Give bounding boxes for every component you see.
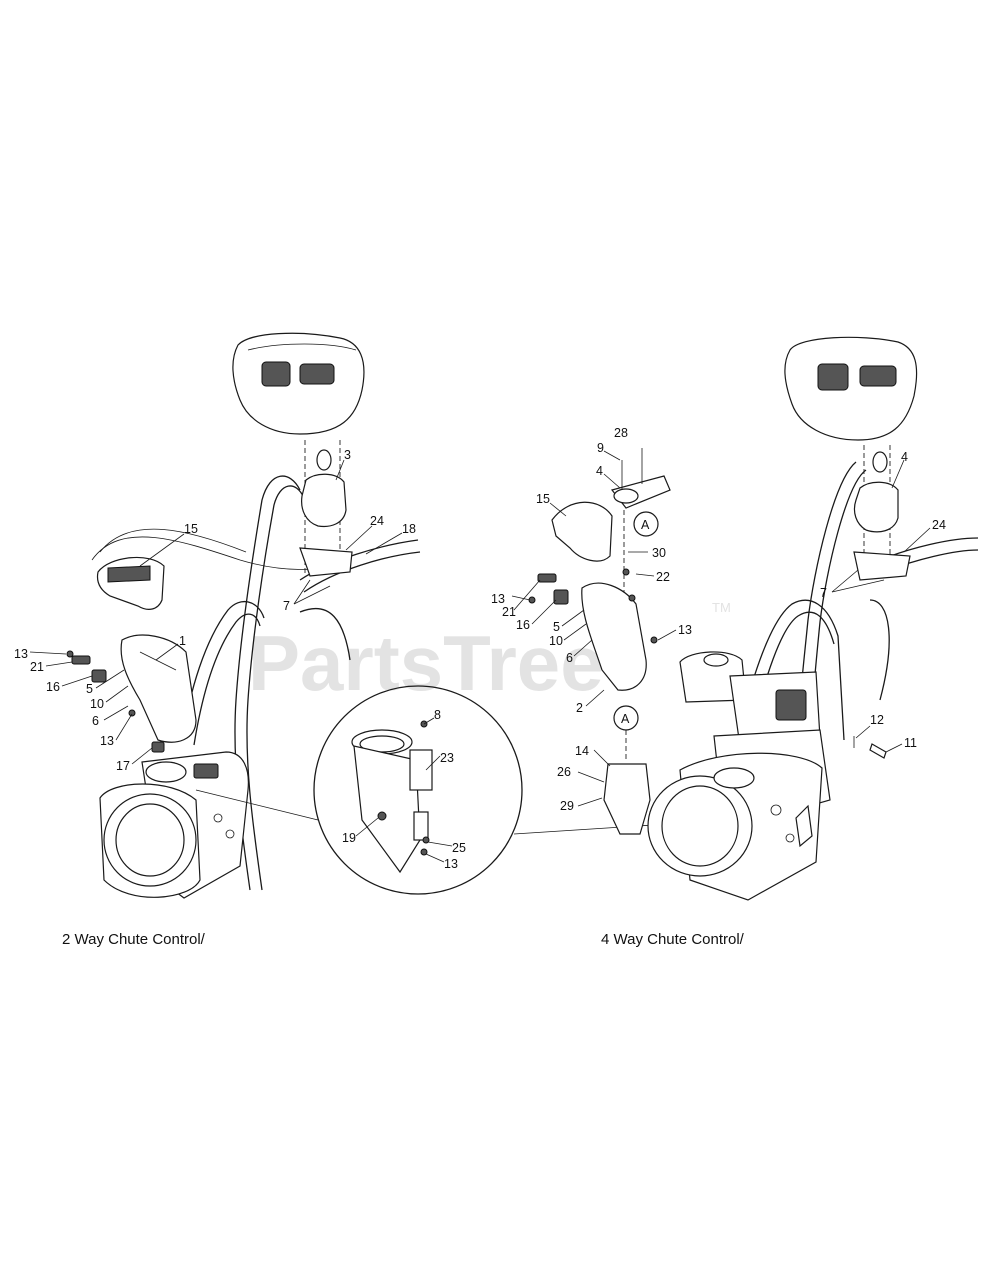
callout-21-left: 21 [30, 660, 44, 674]
callout-8-detail: 8 [434, 708, 441, 722]
callout-13-left-b: 13 [100, 734, 114, 748]
callout-10-right: 10 [549, 634, 563, 648]
caption-2-way-chute-control: 2 Way Chute Control/ [62, 931, 205, 948]
callout-19-detail: 19 [342, 831, 356, 845]
callout-2-right: 2 [576, 701, 583, 715]
callout-30-right: 30 [652, 546, 666, 560]
callout-28-right: 28 [614, 426, 628, 440]
caption-4-way-chute-control: 4 Way Chute Control/ [601, 931, 744, 948]
callout-15-right: 15 [536, 492, 550, 506]
right-assembly: A A [528, 336, 979, 901]
callout-6-right: 6 [566, 651, 573, 665]
callout-10-left: 10 [90, 697, 104, 711]
callout-26-right: 26 [557, 765, 571, 779]
marker-a-top: A [641, 518, 650, 532]
callout-24-right: 24 [932, 518, 946, 532]
callout-13-right-a: 13 [491, 592, 505, 606]
callout-17-left: 17 [116, 759, 130, 773]
left-assembly [66, 332, 421, 899]
callout-13-detail: 13 [444, 857, 458, 871]
parts-tree-watermark: PartsTree [248, 619, 604, 707]
callout-4-right-b: 4 [901, 450, 908, 464]
callout-18-left: 18 [402, 522, 416, 536]
callout-7-left: 7 [283, 599, 290, 613]
callout-3-left: 3 [344, 448, 351, 462]
callout-24-left: 24 [370, 514, 384, 528]
callout-13-left-a: 13 [14, 647, 28, 661]
callout-29-right: 29 [560, 799, 574, 813]
marker-a-bottom: A [621, 712, 630, 726]
detail-inset [195, 685, 701, 895]
callout-9-right: 9 [597, 441, 604, 455]
callout-14-right: 14 [575, 744, 589, 758]
callout-23-detail: 23 [440, 751, 454, 765]
right-callouts: 28 9 4 15 30 22 13 21 16 5 10 6 13 2 14 … [491, 426, 946, 813]
callout-5-right: 5 [553, 620, 560, 634]
callout-12-right: 12 [870, 713, 884, 727]
callout-16-right: 16 [516, 618, 530, 632]
callout-1-left: 1 [179, 634, 186, 648]
callout-16-left: 16 [46, 680, 60, 694]
callout-4-right-a: 4 [596, 464, 603, 478]
callout-15-left: 15 [184, 522, 198, 536]
detail-callouts: 8 23 19 25 13 [342, 708, 466, 871]
trademark-mark: TM [712, 600, 731, 615]
callout-6-left: 6 [92, 714, 99, 728]
callout-7-right: 7 [820, 586, 827, 600]
callout-13-right-b: 13 [678, 623, 692, 637]
callout-5-left: 5 [86, 682, 93, 696]
left-callouts: 13 21 16 5 10 6 13 17 15 1 3 24 18 7 [14, 448, 416, 773]
callout-22-right: 22 [656, 570, 670, 584]
callout-11-right: 11 [904, 736, 917, 750]
callout-21-right: 21 [502, 605, 516, 619]
callout-25-detail: 25 [452, 841, 466, 855]
